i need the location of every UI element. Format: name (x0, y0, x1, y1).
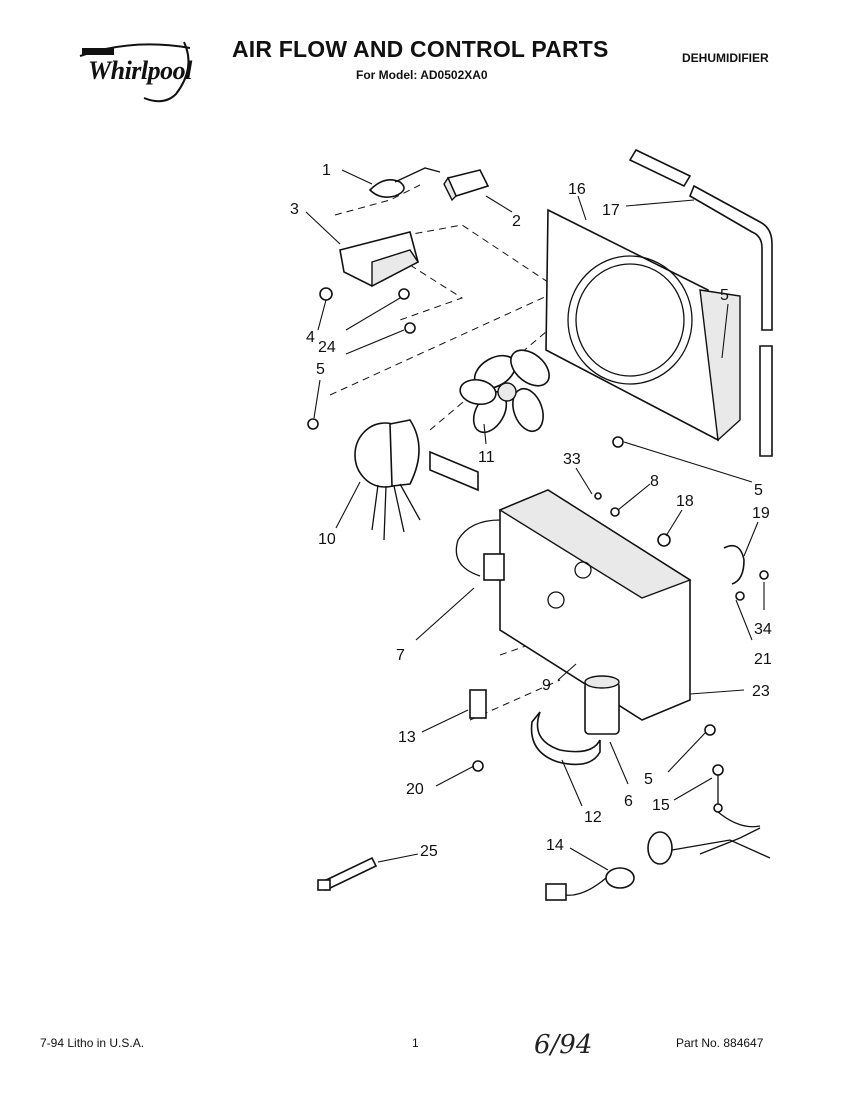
part-3-control-bracket (339, 231, 420, 288)
callout-6: 6 (624, 793, 633, 810)
callout-14: 14 (546, 837, 564, 854)
part-16-shroud-panel (545, 208, 741, 442)
part-10-fan-motor (354, 419, 479, 541)
callout-3: 3 (290, 201, 299, 218)
callout-1: 1 (322, 162, 331, 179)
part-17-gasket (628, 148, 773, 457)
screw-20 (472, 760, 484, 772)
part-12-capacitor-strap (530, 711, 601, 766)
callout-5-lower: 5 (644, 771, 653, 788)
part-15-ground-screw (712, 764, 724, 813)
model-subtitle: For Model: AD0502XA0 (356, 68, 488, 82)
brand-wordmark: Whirlpool (88, 56, 192, 85)
part-13-relay (469, 689, 487, 719)
callout-24: 24 (318, 339, 336, 356)
callout-8: 8 (650, 473, 659, 490)
callout-19: 19 (752, 505, 770, 522)
part-25-wire-tie (317, 856, 378, 892)
callout-20: 20 (406, 781, 424, 798)
callout-12: 12 (584, 809, 602, 826)
handwritten-note: 6/94 (534, 1030, 593, 1060)
callout-15: 15 (652, 797, 670, 814)
callout-23: 23 (752, 683, 770, 700)
whirlpool-logo: Whirlpool (72, 38, 212, 110)
callout-2: 2 (512, 213, 521, 230)
part-7-control-housing (455, 489, 692, 721)
callout-10: 10 (318, 531, 336, 548)
callout-13: 13 (398, 729, 416, 746)
callout-11: 11 (478, 449, 495, 466)
callout-5-right-top: 5 (720, 287, 729, 304)
part-11-fan-blade (459, 349, 550, 434)
callout-18: 18 (676, 493, 694, 510)
part-1-wire-clip (368, 167, 441, 198)
callout-21: 21 (754, 651, 772, 668)
leader-lines (305, 169, 765, 871)
whirlpool-swoosh-icon (79, 41, 191, 103)
callout-4: 4 (306, 329, 315, 346)
clip-hardware (657, 533, 769, 601)
part-14-power-cord (545, 811, 771, 901)
callout-34: 34 (754, 621, 772, 638)
product-category: DEHUMIDIFIER (682, 51, 769, 65)
part-6-capacitor (584, 675, 620, 735)
part-number: Part No. 884647 (676, 1036, 764, 1050)
callout-25: 25 (420, 843, 438, 860)
callout-7: 7 (396, 647, 405, 664)
page-number: 1 (412, 1036, 419, 1050)
callout-5-right-bottom: 5 (754, 482, 763, 499)
callout-33: 33 (563, 451, 581, 468)
print-info: 7-94 Litho in U.S.A. (40, 1036, 145, 1050)
callout-5-left: 5 (316, 361, 325, 378)
callout-17: 17 (602, 202, 620, 219)
page-title: AIR FLOW AND CONTROL PARTS (232, 36, 609, 62)
callout-9: 9 (542, 677, 551, 694)
callout-numbers: 1 2 3 4 24 5 5 5 5 16 17 11 10 33 8 18 1… (290, 162, 772, 860)
callout-16: 16 (568, 181, 586, 198)
part-2-terminal-block (443, 169, 490, 202)
